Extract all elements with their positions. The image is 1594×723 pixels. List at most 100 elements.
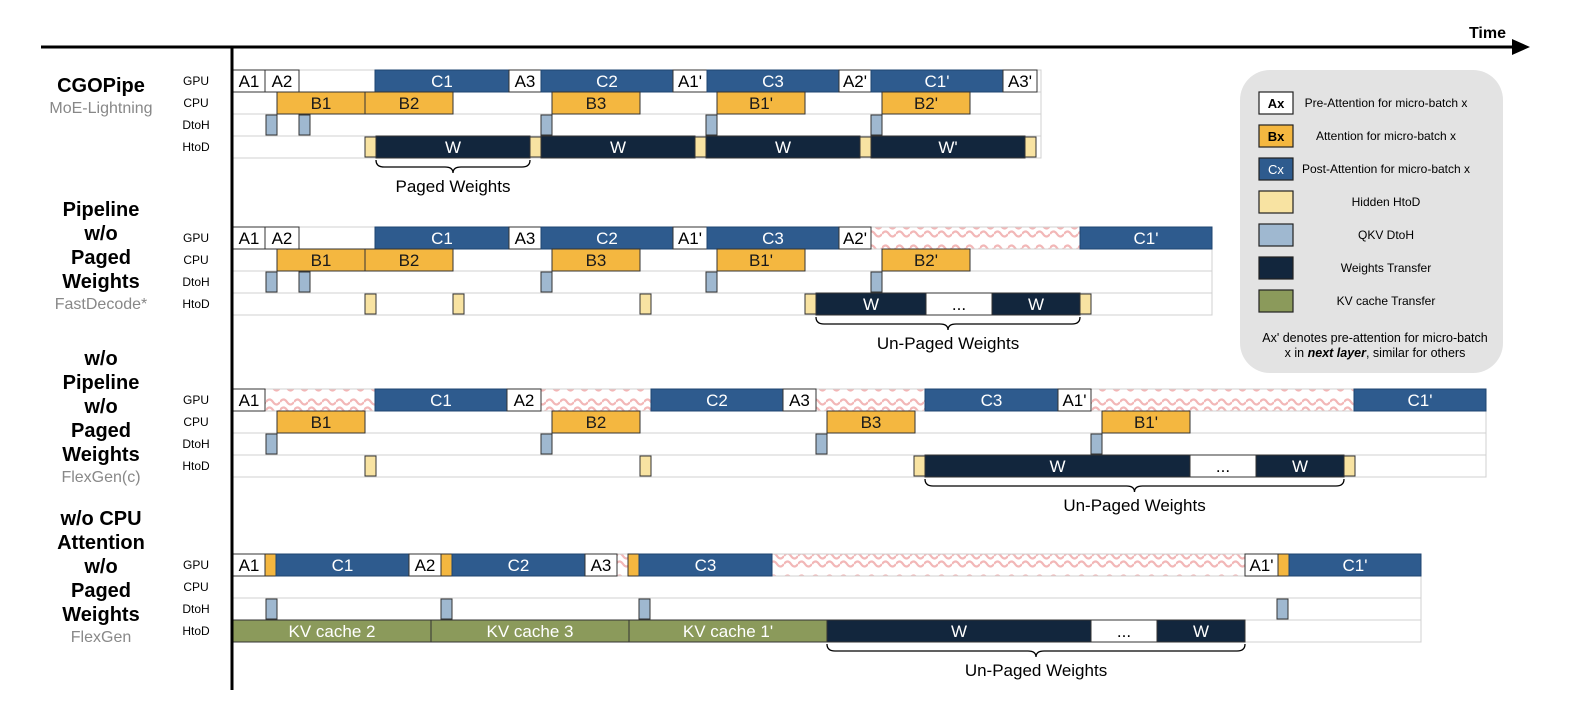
task-block-label: A1 <box>239 72 260 91</box>
task-block-attn <box>881 91 971 115</box>
task-block-attn <box>551 248 641 272</box>
task-block-hidden <box>859 136 872 158</box>
legend-swatch-kv <box>1258 289 1294 313</box>
task-block-label: ... <box>952 295 966 314</box>
section-title-line: w/o <box>83 396 117 418</box>
task-block-attn <box>440 553 453 577</box>
lane-label-cpu: CPU <box>183 415 208 429</box>
task-block-qkv <box>540 114 553 136</box>
task-block-attn <box>551 91 641 115</box>
task-block-label: W <box>1028 295 1044 314</box>
task-block-attn <box>551 410 641 434</box>
task-block-label: KV cache 3 <box>487 622 574 641</box>
task-block-qkv <box>638 598 651 620</box>
task-block-hidden <box>364 136 377 158</box>
task-block-qkv <box>265 114 278 136</box>
lane-label-gpu: GPU <box>183 231 209 245</box>
task-block-label: A2 <box>272 72 293 91</box>
legend-swatch-post <box>1258 157 1294 181</box>
task-block-label: C2 <box>706 391 728 410</box>
task-block-label: A2' <box>843 72 867 91</box>
task-block-hidden <box>1079 293 1092 315</box>
time-axis: Time <box>41 25 1530 690</box>
lane-label-cpu: CPU <box>183 253 208 267</box>
task-block-attn <box>826 410 916 434</box>
lane-label-dtoh: DtoH <box>182 602 209 616</box>
task-block-hidden <box>364 455 377 477</box>
brace-label: Un-Paged Weights <box>877 334 1019 353</box>
legend-item-text: KV cache Transfer <box>1337 294 1436 308</box>
task-block-label: A1 <box>239 391 260 410</box>
task-block-attn <box>716 248 806 272</box>
task-block-qkv <box>705 271 718 293</box>
task-block-label: W <box>863 295 879 314</box>
task-block-label: A1 <box>239 229 260 248</box>
task-block-label: W' <box>938 138 957 157</box>
task-block-label: B2 <box>399 94 420 113</box>
task-block-label: B3 <box>586 94 607 113</box>
lane-row-4-dtoh <box>232 597 1422 621</box>
lane-label-gpu: GPU <box>183 393 209 407</box>
task-block-hidden <box>639 455 652 477</box>
task-block-label: KV cache 2 <box>289 622 376 641</box>
task-block-label: A3 <box>515 72 536 91</box>
task-block-label: A1' <box>1249 556 1273 575</box>
task-block-label: C1 <box>431 72 453 91</box>
task-block-label: A2 <box>415 556 436 575</box>
task-block-attn <box>264 553 277 577</box>
legend-key: Bx <box>1268 129 1285 144</box>
gpu-idle-gap-2-1 <box>871 227 1080 249</box>
task-block-qkv <box>440 598 453 620</box>
lane-label-gpu: GPU <box>183 74 209 88</box>
gpu-idle-gap-3-3 <box>816 389 925 411</box>
task-block-label: C1' <box>1343 556 1368 575</box>
task-block-attn <box>276 410 366 434</box>
task-block-label: C1' <box>925 72 950 91</box>
section-title-line: Pipeline <box>63 372 140 394</box>
gpu-idle-gap-3-4 <box>1091 389 1354 411</box>
task-block-hidden <box>1343 455 1356 477</box>
task-block-attn <box>364 91 454 115</box>
task-block-qkv <box>265 433 278 455</box>
task-block-hidden <box>639 293 652 315</box>
task-block-hidden <box>452 293 465 315</box>
lane-label-htod: HtoD <box>182 459 210 473</box>
section-title-line: w/o <box>83 223 117 245</box>
task-block-label: B1 <box>311 94 332 113</box>
task-block-label: A1' <box>1062 391 1086 410</box>
task-block-label: A3 <box>591 556 612 575</box>
section-subtitle: MoE-Lightning <box>49 100 152 117</box>
task-block-label: C2 <box>508 556 530 575</box>
task-block-qkv <box>1090 433 1103 455</box>
task-block-label: C3 <box>762 229 784 248</box>
task-block-qkv <box>870 271 883 293</box>
lane-label-htod: HtoD <box>182 297 210 311</box>
task-block-label: B2 <box>399 251 420 270</box>
task-block-qkv <box>1276 598 1289 620</box>
task-block-label: A2 <box>272 229 293 248</box>
task-block-hidden <box>364 293 377 315</box>
section-subtitle: FlexGen <box>71 629 131 646</box>
task-block-label: W <box>1049 457 1065 476</box>
lane-label-htod: HtoD <box>182 140 210 154</box>
lane-row-1-dtoh <box>232 113 1042 137</box>
task-block-qkv <box>298 114 311 136</box>
section-title-line: Weights <box>62 444 139 466</box>
legend-item-text: Attention for micro-batch x <box>1316 129 1456 143</box>
legend-swatch-pre <box>1258 91 1294 115</box>
legend-key: Cx <box>1268 162 1284 177</box>
brace-4 <box>826 643 1246 658</box>
legend-item-text: QKV DtoH <box>1358 228 1414 242</box>
section-title-line: w/o <box>83 556 117 578</box>
task-block-label: C3 <box>981 391 1003 410</box>
idle-hatch-layer <box>265 227 1354 576</box>
legend-item-text: Hidden HtoD <box>1352 195 1421 209</box>
task-block-hidden <box>529 136 542 158</box>
task-block-pre <box>838 226 872 250</box>
task-block-label: A2' <box>843 229 867 248</box>
task-block-attn <box>364 248 454 272</box>
